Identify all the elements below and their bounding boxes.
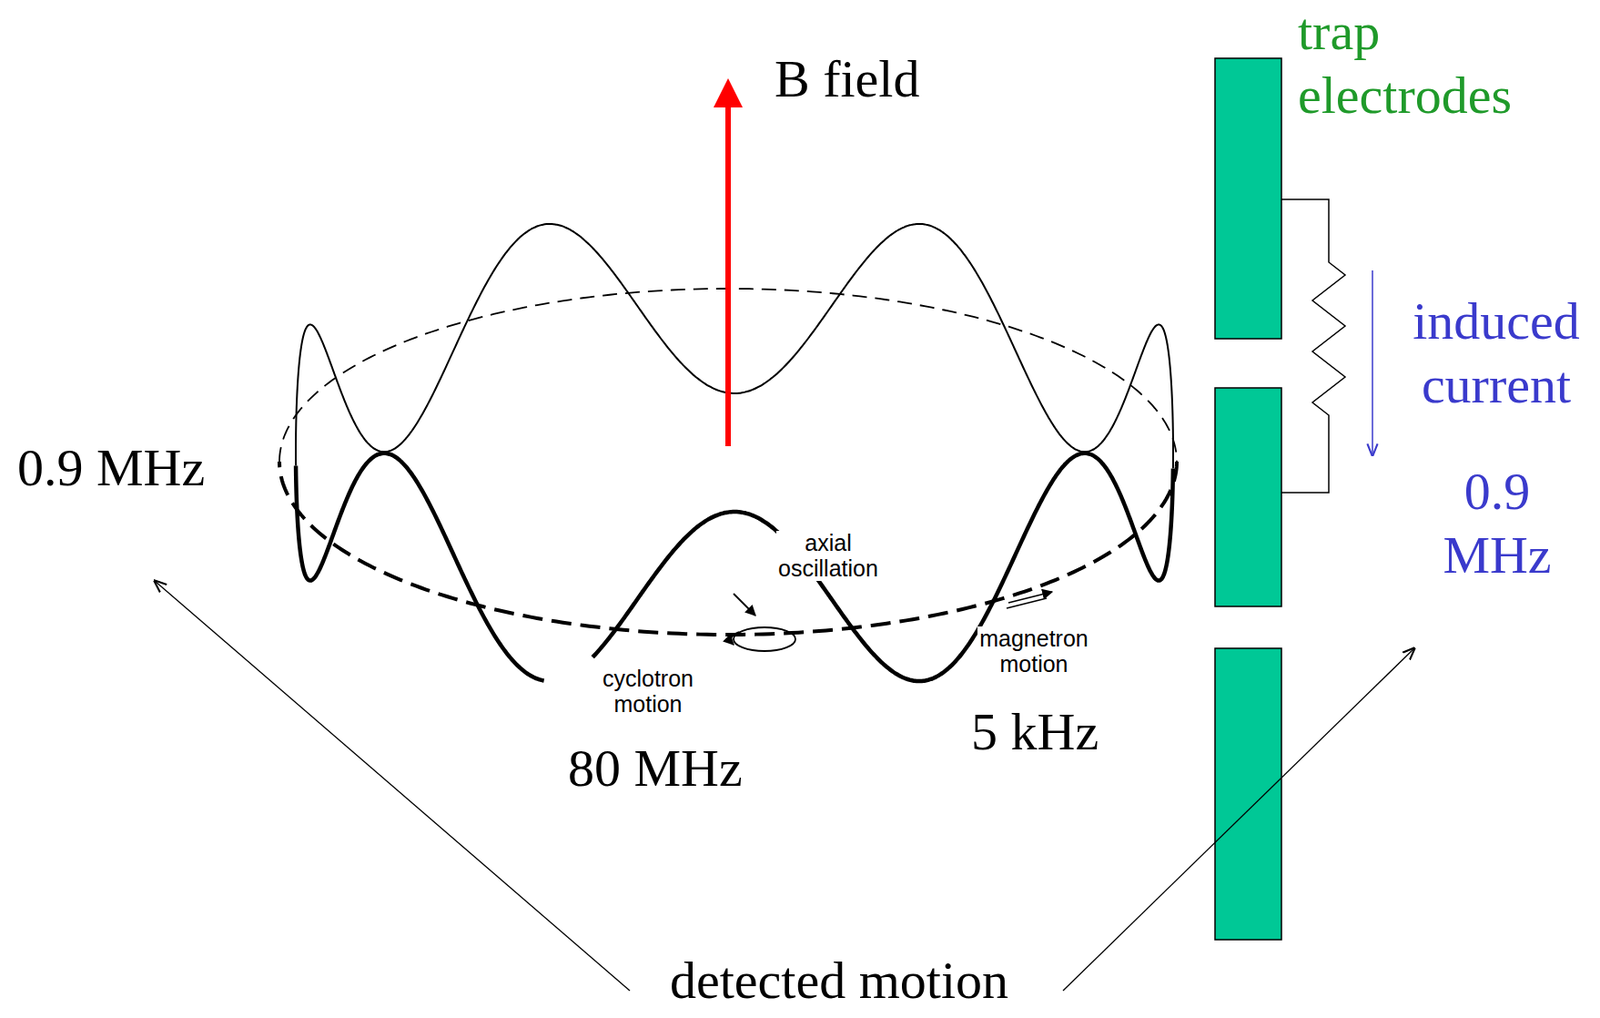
- frequency-label: 5 kHz: [969, 705, 1101, 759]
- b-field-arrowhead: [713, 78, 743, 108]
- frequency-label: 0.9 MHz: [1440, 459, 1553, 587]
- frequency-label: 0.9 MHz: [15, 441, 207, 495]
- current-arrow: [1371, 270, 1374, 456]
- axial-oscillation-curve: [295, 223, 1174, 469]
- resistor-symbol: [1281, 199, 1346, 493]
- electrode-label: trap electrodes: [1296, 0, 1514, 127]
- magnetron-arrow: [1008, 591, 1053, 603]
- magnetron-orbit: [279, 461, 1177, 635]
- leader-line: [154, 580, 630, 991]
- leader-line: [1063, 648, 1415, 991]
- caption-label: detected motion: [668, 953, 1011, 1007]
- axial-oscillation-curve: [592, 453, 1174, 681]
- b-field-arrow: [725, 101, 731, 446]
- motion-label: axial oscillation: [776, 530, 881, 581]
- motion-label: magnetron motion: [977, 626, 1091, 677]
- magnetron-arrow: [1006, 597, 1047, 608]
- frequency-label: 80 MHz: [566, 741, 745, 795]
- field-label: B field: [772, 52, 922, 106]
- current-label: induced current: [1410, 289, 1582, 416]
- trap-electrode: [1215, 387, 1282, 607]
- cyclotron-arrow: [730, 631, 740, 645]
- axial-oscillation-curve: [295, 453, 545, 681]
- trap-electrode: [1215, 648, 1282, 940]
- motion-label: cyclotron motion: [600, 666, 696, 717]
- axial-arrow: [733, 593, 756, 616]
- trap-electrode: [1215, 58, 1282, 339]
- cyclotron-loop: [733, 627, 796, 651]
